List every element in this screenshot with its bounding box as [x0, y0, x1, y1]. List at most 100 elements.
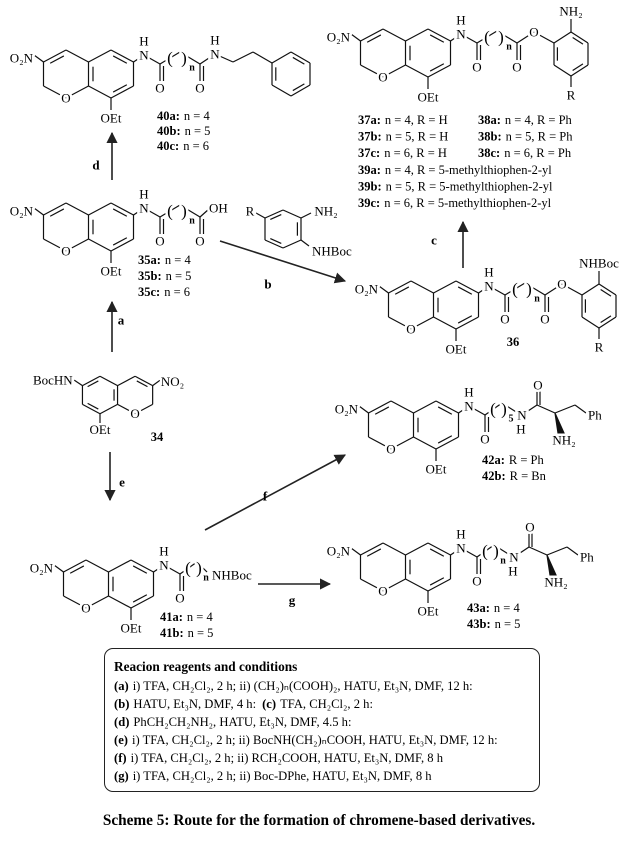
- double-bond: [437, 435, 453, 444]
- compound-id: 41a:: [160, 610, 183, 624]
- compound-id: 37b:: [358, 130, 382, 144]
- bond: [410, 316, 434, 330]
- condition-text: i) TFA, CH₂Cl₂, 2 h; ii) Boc-DPhe, HATU,…: [132, 769, 432, 783]
- compound-desc: n = 5: [166, 269, 192, 283]
- condition-step-label: (f): [114, 751, 127, 765]
- repeat-subscript: n: [506, 42, 512, 53]
- double-bond: [600, 288, 612, 297]
- bond: [43, 238, 67, 252]
- condition-line: (g)i) TFA, CH₂Cl₂, 2 h; ii) Boc-DPhe, HA…: [114, 767, 539, 785]
- bond: [134, 403, 153, 415]
- bond: [496, 30, 518, 44]
- compound-id: 39c:: [358, 196, 380, 210]
- compound-label-c40: 40b:n = 5: [157, 124, 210, 138]
- bond: [179, 561, 198, 575]
- benzene-ring: [435, 400, 459, 414]
- r-substituent: R: [595, 340, 604, 355]
- compound-label-c40: 40a:n = 4: [157, 109, 210, 123]
- bond: [350, 33, 361, 42]
- condition-text: i) TFA, CH₂Cl₂, 2 h; ii) RCH₂COOH, HATU,…: [130, 751, 444, 765]
- double-bond: [112, 237, 128, 246]
- double-bond: [292, 83, 305, 92]
- double-bond: [437, 406, 453, 415]
- chain-bracket-open: (: [512, 280, 518, 299]
- bond: [528, 546, 548, 556]
- bond: [65, 238, 89, 252]
- compound-label-c35: 35b:n = 5: [138, 269, 191, 283]
- bond: [43, 85, 67, 99]
- chain-bracket-close: ): [493, 542, 499, 561]
- benzene-ring: [99, 403, 118, 415]
- ring-oxygen: O: [406, 322, 415, 337]
- compound-label-c43: 43a:n = 4: [467, 601, 520, 615]
- compound-id: 38b:: [478, 130, 502, 144]
- phenyl-group: Ph: [588, 408, 602, 423]
- compound-id: 37a:: [358, 113, 381, 127]
- bond: [153, 564, 165, 573]
- ethoxy-group: OEt: [418, 604, 439, 619]
- double-bond: [87, 402, 99, 410]
- benzene-ring: [82, 403, 101, 415]
- benzene-ring: [427, 28, 451, 42]
- compound-id: 43b:: [467, 617, 491, 631]
- compound-label-c41: 41b:n = 5: [160, 626, 213, 640]
- compound-id: 39a:: [358, 163, 381, 177]
- bond: [360, 542, 384, 556]
- chain-bracket-open: (: [482, 542, 488, 561]
- amide-nitrogen: N: [159, 558, 169, 573]
- repeat-subscript: n: [534, 294, 540, 305]
- condition-step-label: (d): [114, 715, 130, 729]
- double-bond: [366, 34, 382, 43]
- chain-bracket-close: ): [196, 559, 202, 578]
- amide-nitrogen: N: [139, 201, 149, 216]
- benzene-ring: [405, 578, 429, 592]
- benzene-ring: [88, 202, 112, 216]
- amide-nitrogen: N: [484, 279, 494, 294]
- ring-oxygen: O: [61, 244, 70, 259]
- double-bond: [394, 286, 410, 295]
- bond: [43, 49, 67, 63]
- amide-hydrogen: H: [210, 33, 219, 48]
- bond: [554, 404, 576, 414]
- bond: [159, 51, 181, 65]
- benzene-ring: [405, 28, 429, 42]
- bond: [73, 379, 83, 387]
- bond: [513, 546, 530, 558]
- double-bond: [374, 406, 390, 415]
- carbonyl-oxygen: O: [525, 520, 534, 535]
- phenyl-group: Ph: [580, 550, 594, 565]
- compound-id: 40a:: [157, 109, 180, 123]
- benzene-ring: [110, 85, 134, 99]
- benzene-ring: [427, 64, 451, 78]
- arrow-label-a: a: [118, 313, 125, 328]
- reagent-ring: [264, 209, 284, 219]
- bond: [561, 283, 583, 296]
- reagent-ring: [282, 209, 302, 219]
- condition-text: i) TFA, CH₂Cl₂, 2 h; ii) (CH₂)ₙ(COOH)₂, …: [132, 679, 473, 693]
- bond: [460, 33, 478, 44]
- double-bond: [366, 548, 382, 557]
- ring-oxygen: O: [81, 601, 90, 616]
- compound-id: 40b:: [157, 124, 181, 138]
- aryl-ring: [598, 283, 617, 296]
- ethoxy-group: OEt: [90, 422, 111, 437]
- compound-desc: n = 5: [188, 626, 214, 640]
- benzene-ring: [130, 595, 154, 609]
- compound-label-c38: 38c:n = 6, R = Ph: [478, 146, 572, 160]
- amide-nitrogen: N: [139, 48, 149, 63]
- double-bond: [429, 63, 445, 72]
- bond: [521, 404, 538, 416]
- bond: [53, 564, 64, 573]
- bond: [450, 33, 462, 42]
- bond: [450, 547, 462, 556]
- bond: [566, 546, 579, 556]
- ring-oxygen: O: [130, 406, 139, 421]
- nhboc-group: NHBoc: [312, 244, 352, 259]
- compound-desc: n = 4: [187, 610, 214, 624]
- nitro-group: O₂N: [327, 544, 351, 559]
- double-bond: [112, 55, 128, 64]
- amide-hydrogen: H: [516, 422, 525, 437]
- benzene-ring: [413, 436, 437, 450]
- ethoxy-group: OEt: [426, 462, 447, 477]
- repeat-subscript: n: [189, 63, 195, 74]
